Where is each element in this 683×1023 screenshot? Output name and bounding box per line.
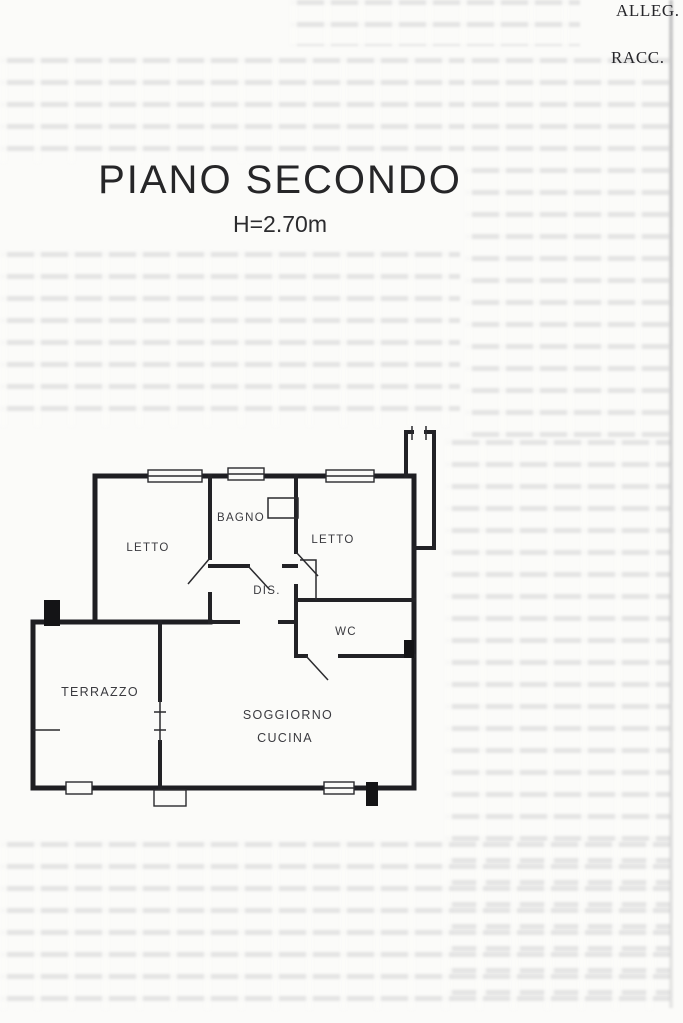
page-title: PIANO SECONDO [98,158,462,202]
stair-landing-ticks [411,426,427,440]
stair-landing-path [404,430,436,550]
door-swing-line [187,557,211,585]
room-label-terrazzo: TERRAZZO [61,685,139,699]
fixture-outline [300,559,317,600]
door-swing-marks [154,551,329,742]
pillar-marker [366,782,378,806]
terrace-door-glazing [154,700,166,742]
stair-landing-walls [404,426,436,550]
fixture-outlines [33,497,317,731]
corner-label-alleg: ALLEG. [616,1,680,20]
room-label-bagno: BAGNO [217,512,265,524]
room-label-soggiorno: SOGGIORNO [243,708,333,722]
room-label-dis: DIS. [253,585,281,597]
door-swing-line [305,655,329,681]
pillar-marker [44,600,60,626]
floor-plan-interior-walls [158,474,416,790]
door-swing-line [295,551,319,577]
scan-edge-artifact [669,0,673,1008]
room-label-letto-right: LETTO [311,534,354,546]
room-label-letto-left: LETTO [126,542,169,554]
door-swing-line [247,565,271,591]
window-symbols [65,467,375,807]
ceiling-height-note: H=2.70m [233,211,327,237]
interior-wall-path [158,474,416,790]
corner-label-racc: RACC. [611,48,665,67]
door-threshold [153,789,187,807]
room-label-wc: WC [335,626,357,638]
window-symbol [65,781,93,795]
pillar-marker [404,640,414,658]
room-label-cucina: CUCINA [257,731,313,745]
pillar-markers [44,600,414,806]
fixture-outline [267,497,299,519]
